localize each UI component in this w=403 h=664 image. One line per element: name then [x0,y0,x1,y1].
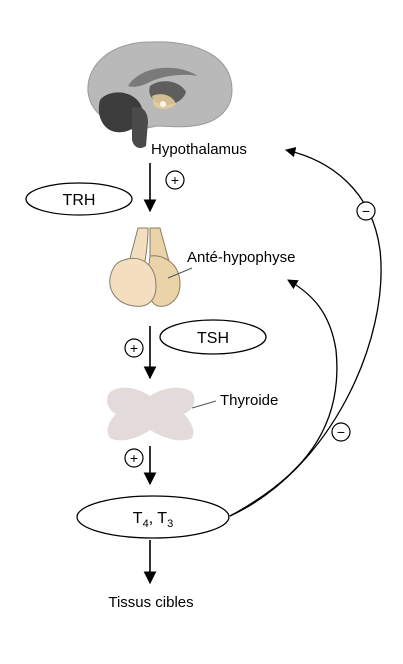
svg-text:+: + [130,340,138,356]
pituitary-label: Anté-hypophyse [187,249,295,266]
trh-label: TRH [63,192,96,209]
pituitary-anterior-lobe [109,257,157,307]
pituitary-illustration [109,227,181,307]
t4-t3-label: T4, T3 [133,510,173,530]
minus-sign-hypothalamus-feedback: − [356,201,376,221]
plus-sign-trh: + [165,170,185,190]
thyroid-illustration [107,387,195,441]
brain-nucleus [160,101,166,107]
trh-hormone: TRH [25,182,133,216]
pituitary-pointer [167,267,193,279]
feedback-arrow-to-pituitary [229,279,338,517]
brain-cerebellum [98,92,143,133]
thyroid-pointer [191,400,217,409]
target-tissues-label: Tissus cibles [108,594,193,611]
thyroid-label: Thyroide [220,392,278,409]
svg-text:+: + [130,450,138,466]
t4-t3-hormones: T4, T3 [76,495,230,539]
minus-sign-pituitary-feedback: − [331,422,351,442]
plus-sign-tsh: + [124,338,144,358]
brain-illustration [87,41,233,148]
tsh-label: TSH [197,330,229,347]
plus-sign-t4-t3: + [124,448,144,468]
tsh-hormone: TSH [159,319,267,355]
brain-corpus-callosum [128,67,198,87]
svg-text:−: − [362,203,370,219]
svg-text:−: − [337,424,345,440]
svg-text:+: + [171,172,179,188]
hypothalamus-label: Hypothalamus [151,141,247,158]
brain-stem [132,106,148,148]
